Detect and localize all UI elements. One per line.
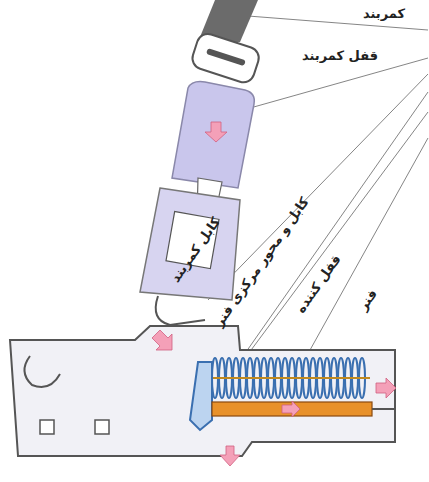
mount-hole: [95, 420, 109, 434]
lower-housing: [140, 188, 240, 300]
spring-axis: [212, 377, 370, 379]
latch-plate: [190, 31, 262, 85]
locker: [190, 362, 212, 430]
motion-arrow: [376, 378, 396, 398]
belt-cable: [156, 296, 205, 325]
orange-rod: [212, 402, 372, 416]
base-housing: [10, 326, 395, 456]
motion-arrow: [220, 446, 240, 466]
rod-end: [372, 408, 395, 410]
latch-plate-body: [190, 31, 262, 85]
part-label: کمربند: [363, 6, 405, 22]
motion-arrow: [282, 401, 300, 417]
cable-loop: [24, 356, 60, 387]
leader-line: [300, 138, 428, 368]
part-label: قفل کمربند: [302, 48, 378, 64]
buckle-body: [172, 82, 254, 188]
leader-line: [218, 92, 428, 392]
motion-arrow: [152, 330, 172, 350]
mount-hole: [40, 420, 54, 434]
motion-arrows: [152, 122, 396, 466]
latch-slot: [206, 48, 246, 66]
part-label: فنر: [355, 286, 381, 313]
motion-arrow: [205, 122, 227, 142]
